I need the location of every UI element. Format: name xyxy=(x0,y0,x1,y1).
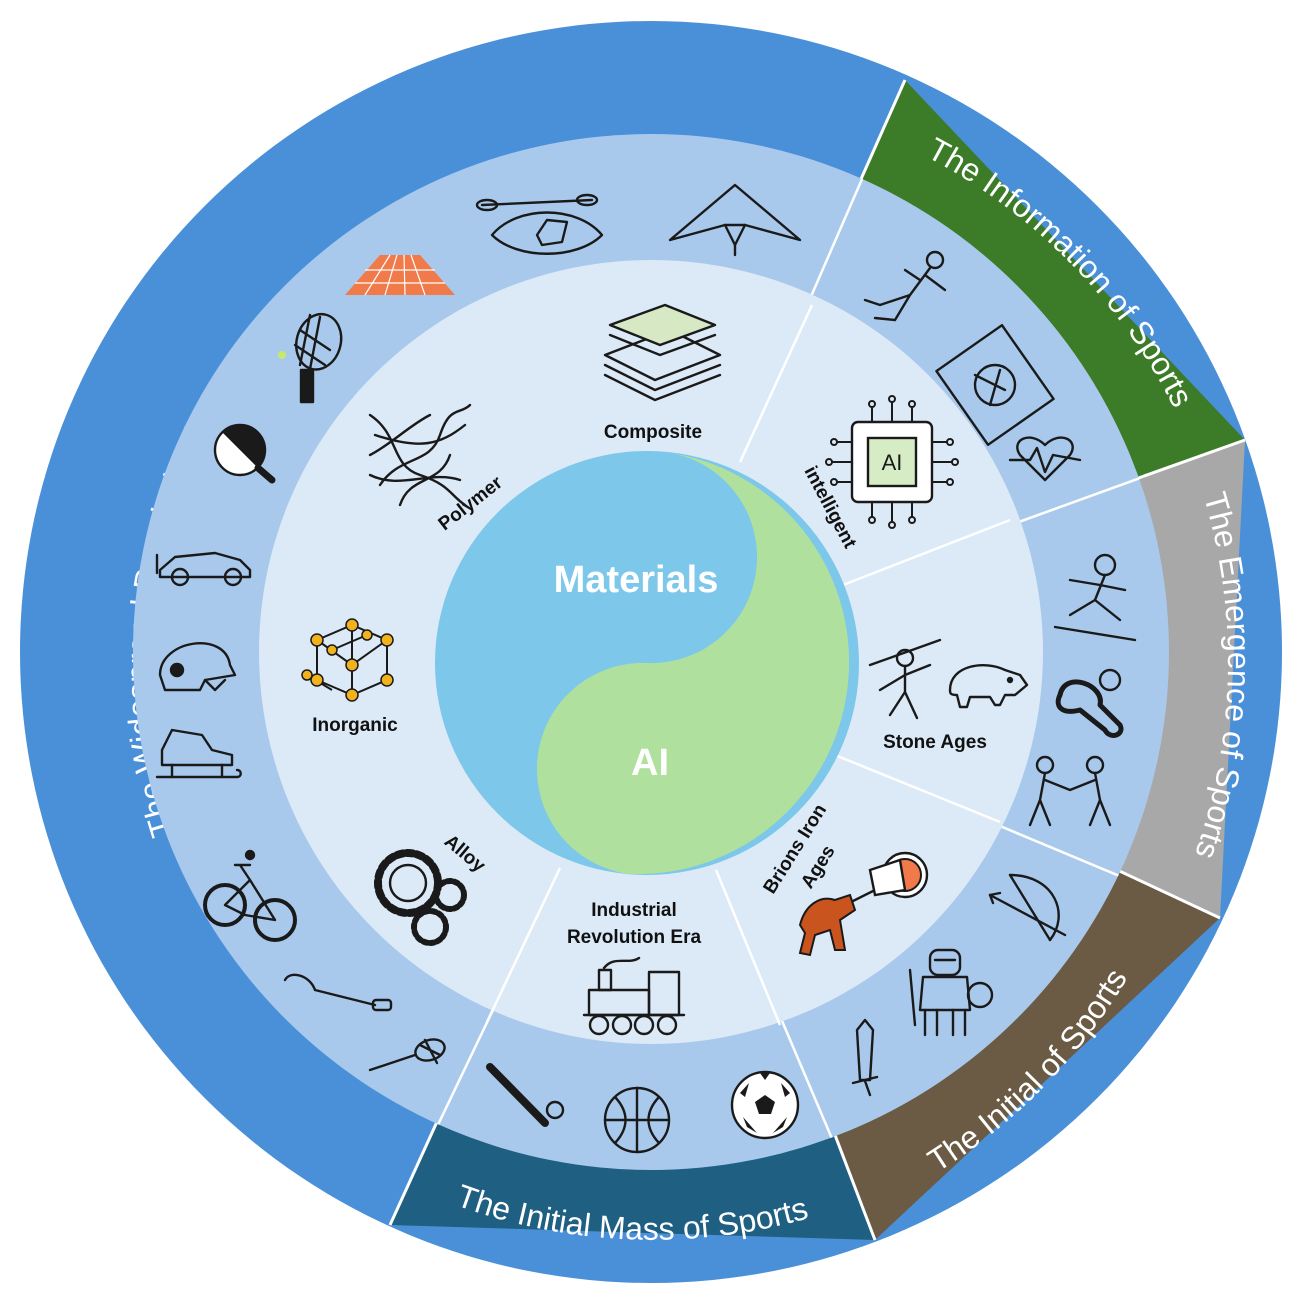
running-track-icon xyxy=(345,254,455,296)
ai-chip-label: AI xyxy=(882,450,903,475)
gears-icon xyxy=(374,849,467,946)
race-car-icon xyxy=(155,551,252,587)
hang-glider-icon xyxy=(668,183,802,257)
basketball-icon xyxy=(603,1086,671,1154)
spear-thrower-icon xyxy=(868,638,942,720)
boar-icon xyxy=(948,663,1029,709)
bicycle-icon xyxy=(203,849,297,942)
knight-armor-icon xyxy=(908,948,994,1037)
sword-icon xyxy=(851,1018,879,1097)
badminton-racket-icon xyxy=(368,1038,446,1072)
golf-club-icon xyxy=(283,973,393,1012)
steam-train-icon xyxy=(582,956,686,1036)
tactics-board-icon xyxy=(935,323,1055,447)
wrestlers-icon xyxy=(1028,755,1112,827)
batting-helmet-icon xyxy=(158,642,237,692)
heart-rate-icon xyxy=(1008,436,1082,482)
polymer-network-icon xyxy=(368,403,472,507)
stone-disc-icon xyxy=(1055,668,1124,738)
baseball-bat-icon xyxy=(486,1063,565,1127)
ice-skate-icon xyxy=(155,728,242,779)
chariot-icon xyxy=(798,851,929,957)
sprinter-icon xyxy=(863,250,947,322)
crystal-lattice-icon xyxy=(301,618,394,702)
label-stone-ages: Stone Ages xyxy=(883,732,987,753)
label-industrial-line1: Industrial xyxy=(591,900,677,921)
tennis-racket-icon xyxy=(278,312,343,404)
core-ai-half xyxy=(536,452,850,875)
ai-chip-icon: AI xyxy=(825,395,959,529)
core-yin-yang: Materials AI xyxy=(435,451,859,875)
bow-arrow-icon xyxy=(988,873,1067,942)
composite-layers-icon xyxy=(603,303,722,402)
core-label-ai: AI xyxy=(631,742,669,784)
soccer-ball-icon xyxy=(730,1070,800,1140)
core-label-materials: Materials xyxy=(554,559,719,601)
label-inorganic: Inorganic xyxy=(312,715,398,736)
table-tennis-paddle-icon xyxy=(213,423,276,484)
kayak-icon xyxy=(475,193,604,255)
label-composite: Composite xyxy=(604,422,702,443)
inner-ring-dividers xyxy=(485,304,1011,1026)
ice-slider-icon xyxy=(1053,553,1137,642)
label-industrial-line2: Revolution Era xyxy=(567,927,702,948)
